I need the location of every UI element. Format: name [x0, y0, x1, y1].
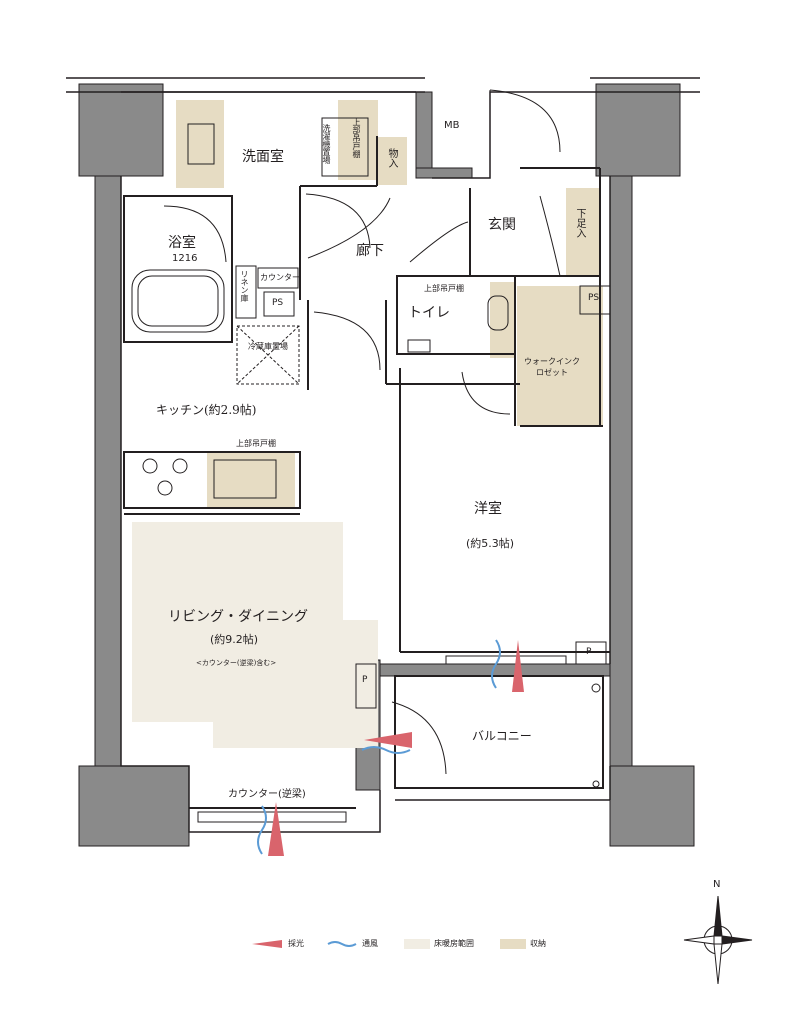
living-label: リビング・ダイニング — [168, 609, 308, 625]
column-bottom-right — [609, 765, 695, 847]
storage-label: 物入 — [386, 148, 397, 168]
wall-mb-bottom — [415, 167, 473, 179]
legend-swatches — [252, 939, 526, 949]
p-left-label: P — [362, 675, 368, 685]
living-note-label: <カウンター(逆梁)含む> — [196, 659, 277, 667]
corridor-label: 廊下 — [356, 243, 384, 259]
shoe-storage-label: 下足入 — [574, 208, 585, 238]
walkin-closet-label: ウォークインクロゼット — [524, 357, 580, 378]
counter-beam-label: カウンター(逆梁) — [228, 789, 306, 800]
wall-left — [94, 175, 122, 767]
living-size-label: (約9.2帖) — [210, 633, 259, 646]
legend-light: 採光 — [288, 937, 304, 949]
column-top-left — [78, 83, 164, 177]
washroom-label: 洗面室 — [242, 149, 284, 165]
wall-right — [609, 175, 633, 767]
bathroom-label: 浴室 — [168, 235, 196, 251]
wall-mb — [415, 91, 433, 179]
storage-areas — [176, 100, 603, 508]
entrance-label: 玄関 — [488, 217, 516, 233]
washer-label: 洗濯機置場 — [322, 124, 331, 164]
bath-size-label: 1216 — [172, 253, 198, 264]
legend-storage-label: 収納 — [530, 938, 546, 948]
toilet-upper-cabinet-label: 上部吊戸棚 — [424, 284, 464, 293]
western-room-size-label: (約5.3帖) — [466, 537, 515, 550]
wind-indicators — [257, 639, 501, 855]
linen-label: リネン庫 — [240, 270, 249, 302]
details — [131, 89, 611, 823]
legend-wind-label: 通風 — [362, 938, 378, 948]
legend-wind: 通風 — [362, 937, 378, 949]
compass-north-label: N — [713, 879, 721, 890]
legend-floor-heating: 床暖房範囲 — [434, 937, 474, 949]
compass-rose — [683, 895, 753, 985]
light-indicators — [268, 640, 524, 856]
western-room-label: 洋室 — [474, 501, 502, 517]
ps-toilet-label: PS — [588, 293, 600, 303]
interior-walls — [123, 136, 610, 809]
legend-storage: 収納 — [530, 937, 546, 949]
ps-kitchen-label: PS — [272, 298, 284, 308]
counter-small-label: カウンター — [260, 273, 300, 282]
legend-floor-heating-label: 床暖房範囲 — [434, 938, 474, 948]
kitchen-upper-cabinet-label: 上部吊戸棚 — [236, 439, 276, 448]
column-bottom-left — [78, 765, 190, 847]
washer-upper-label: 上部吊戸棚 — [352, 118, 361, 158]
kitchen-label: キッチン(約2.9帖) — [156, 403, 257, 417]
p-right-label: P — [586, 647, 592, 657]
toilet-label: トイレ — [408, 305, 450, 321]
legend-light-label: 採光 — [288, 938, 304, 948]
column-top-right — [595, 83, 681, 177]
fridge-label: 冷蔵庫置場 — [248, 342, 288, 351]
floor-heating-area — [132, 522, 378, 748]
balcony-label: バルコニー — [472, 729, 532, 743]
mb-label: MB — [444, 120, 460, 131]
building-walls — [78, 83, 695, 847]
